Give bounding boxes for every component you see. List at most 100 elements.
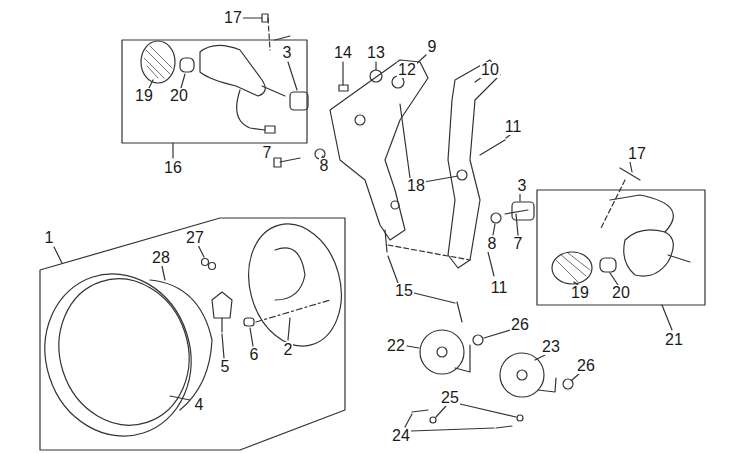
screw-head	[262, 14, 268, 22]
indicator-lens	[552, 252, 592, 284]
bolt	[496, 426, 512, 428]
bolt-head	[339, 85, 348, 91]
horn-center	[437, 347, 447, 357]
leader-line	[222, 334, 224, 358]
headlamp-reflector	[150, 280, 212, 410]
rubber-block	[290, 92, 308, 110]
indicator-stalk	[262, 86, 285, 96]
callout-number: 19	[570, 285, 590, 301]
callout-number: 8	[487, 236, 498, 252]
callout-number: 21	[664, 332, 684, 348]
lens-hatch	[144, 46, 172, 78]
callout-number: 4	[194, 397, 205, 413]
callout-number: 28	[151, 250, 171, 266]
leader-line	[250, 328, 253, 346]
indicator-wire	[610, 195, 673, 232]
leader-line	[149, 80, 153, 88]
bolt	[505, 210, 528, 214]
parking-bulb	[244, 318, 254, 326]
leader-line	[572, 373, 580, 380]
leader-line	[170, 396, 190, 400]
leader-line	[519, 194, 520, 201]
bracket	[330, 60, 428, 240]
callout-number: 17	[223, 10, 243, 26]
callout-number: 8	[319, 158, 330, 174]
leader-line	[405, 414, 412, 427]
leader-line	[535, 355, 545, 360]
bolt	[280, 158, 300, 162]
group-frame	[40, 218, 345, 450]
callout-number: 9	[427, 39, 438, 55]
leader-line	[375, 62, 376, 70]
leader-line	[172, 143, 173, 158]
group-frame	[537, 190, 705, 305]
leader-line	[484, 330, 510, 338]
callout-number: 23	[541, 339, 561, 355]
callout-number: 2	[283, 342, 294, 358]
nut	[563, 379, 573, 389]
bolt	[488, 252, 494, 276]
leader-line	[493, 224, 495, 235]
washer	[491, 213, 501, 223]
callout-number: 15	[394, 283, 414, 299]
horn	[500, 353, 544, 397]
callout-number: 3	[517, 178, 528, 194]
indicator-lens	[141, 41, 175, 83]
leader-line	[411, 428, 494, 431]
indicator-stalk	[668, 255, 690, 262]
leader-line	[414, 293, 455, 303]
indicator-bulb	[180, 58, 194, 72]
callout-number: 6	[249, 347, 260, 363]
callout-number: 27	[185, 230, 205, 246]
callout-number: 7	[513, 236, 524, 252]
leader-line	[424, 176, 458, 182]
callout-number: 12	[397, 62, 417, 78]
assembly-line	[388, 245, 470, 260]
indicator-body	[200, 45, 265, 96]
headlamp-rim	[24, 255, 212, 454]
callout-number: 14	[333, 45, 353, 61]
washer	[517, 415, 523, 421]
horn	[420, 330, 464, 374]
callout-number: 5	[220, 359, 231, 375]
bolt	[342, 62, 343, 85]
wire-connector	[265, 126, 275, 133]
callout-number: 18	[406, 178, 426, 194]
callout-number: 11	[504, 119, 523, 135]
leader-line	[400, 104, 410, 178]
bracket-hole	[355, 115, 365, 125]
washer	[430, 417, 436, 423]
group-frame	[122, 40, 307, 143]
bolt	[457, 302, 462, 322]
leader-line	[198, 245, 204, 257]
screw	[620, 168, 640, 180]
bolt	[385, 230, 387, 252]
callout-number: 22	[386, 338, 406, 354]
lens-hatch	[556, 253, 590, 282]
callout-number: 20	[611, 285, 631, 301]
assembly-line	[256, 300, 330, 322]
bracket-hole	[457, 170, 467, 180]
bracket	[448, 60, 500, 268]
bracket-hole	[391, 201, 399, 209]
callout-number: 7	[262, 145, 273, 161]
screw	[275, 36, 290, 40]
assembly-line	[268, 18, 270, 50]
callout-number: 3	[282, 45, 293, 61]
bulb-base	[221, 318, 222, 332]
leader-line	[181, 74, 185, 88]
callout-number: 13	[366, 45, 386, 61]
leader-line	[388, 256, 398, 283]
indicator-wire	[237, 90, 265, 130]
callout-number: 26	[510, 317, 530, 333]
callout-number: 11	[490, 280, 509, 296]
callout-number: 17	[627, 146, 647, 162]
clip	[202, 259, 209, 266]
indicator-bulb	[600, 258, 616, 272]
bolt-head	[274, 158, 281, 167]
bolt	[480, 140, 505, 155]
leader-line	[506, 135, 510, 138]
callout-number: 24	[391, 428, 411, 444]
